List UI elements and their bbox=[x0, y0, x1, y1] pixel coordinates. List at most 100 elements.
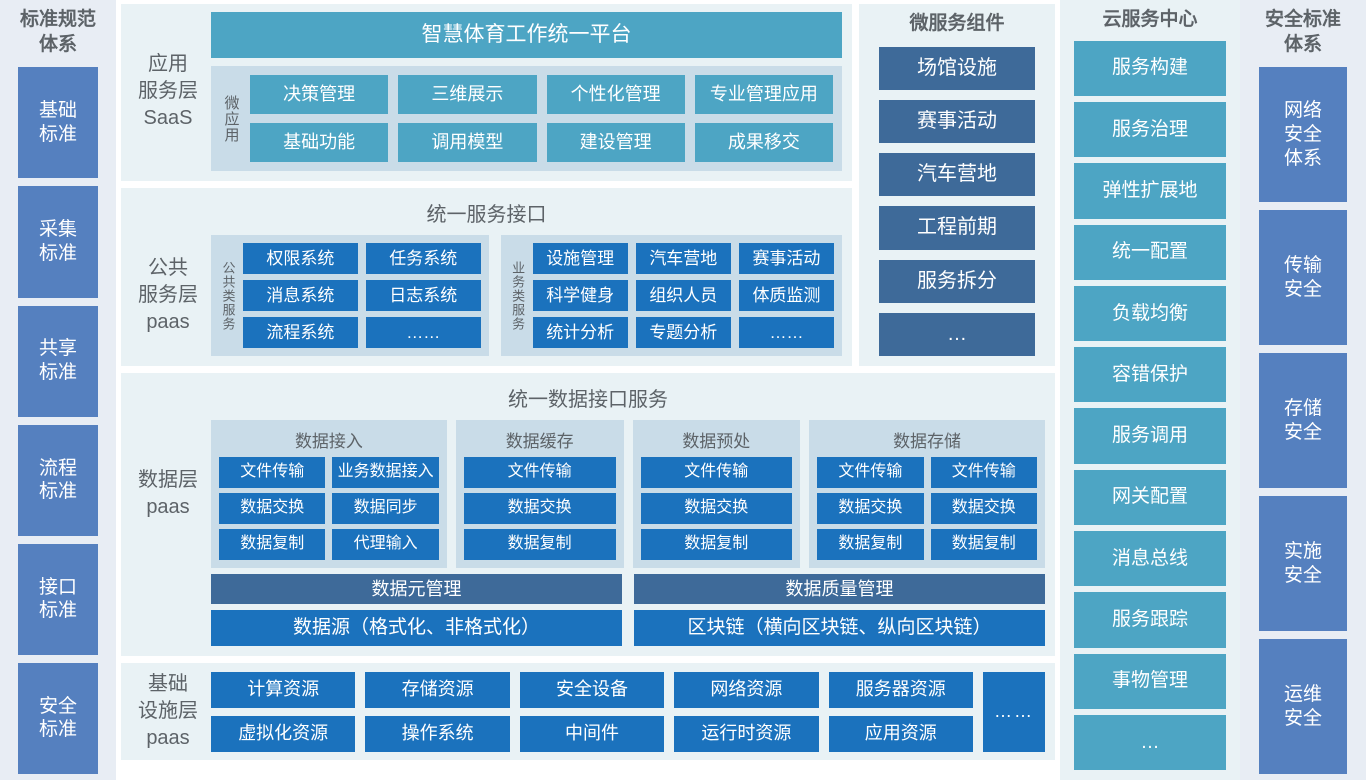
data-layer-section: 统一数据接口服务 数据层 paas 数据接入 文件传输 业务数据接入 数据交换 … bbox=[121, 373, 1055, 656]
infra-application-resource[interactable]: 应用资源 bbox=[828, 715, 973, 752]
service-workflow[interactable]: 流程系统 bbox=[243, 317, 358, 348]
security-item-storage[interactable]: 存储 安全 bbox=[1259, 353, 1347, 489]
infra-middleware[interactable]: 中间件 bbox=[519, 715, 665, 752]
app-professional-management[interactable]: 专业管理应用 bbox=[694, 75, 833, 114]
preprocess-file-transfer[interactable]: 文件传输 bbox=[640, 457, 793, 488]
blockchain-bar[interactable]: 区块链（横向区块链、纵向区块链） bbox=[634, 610, 1045, 646]
business-service-group: 业务类服务 设施管理 汽车营地 赛事活动 科学健身 组织人员 体质监测 统计分析 bbox=[500, 235, 842, 356]
service-message[interactable]: 消息系统 bbox=[243, 280, 358, 311]
microservice-list: 场馆设施 赛事活动 汽车营地 工程前期 服务拆分 … bbox=[859, 46, 1055, 356]
infra-security-device[interactable]: 安全设备 bbox=[519, 671, 665, 708]
cloud-transaction-management[interactable]: 事物管理 bbox=[1074, 653, 1226, 709]
saas-section: 应用 服务层 SaaS 智慧体育工作统一平台 微应用 决策管理 三维展示 个性化… bbox=[121, 4, 852, 181]
ingest-file-transfer[interactable]: 文件传输 bbox=[219, 457, 326, 488]
standard-item-security[interactable]: 安全 标准 bbox=[18, 662, 98, 775]
service-log[interactable]: 日志系统 bbox=[365, 280, 481, 311]
cloud-elastic-scaling[interactable]: 弹性扩展地 bbox=[1074, 163, 1226, 219]
cache-data-replication[interactable]: 数据复制 bbox=[463, 529, 616, 560]
cloud-service-governance[interactable]: 服务治理 bbox=[1074, 101, 1226, 158]
app-model-invocation[interactable]: 调用模型 bbox=[398, 123, 537, 162]
security-item-operations[interactable]: 运维 安全 bbox=[1259, 639, 1347, 774]
infra-virtualization-resource[interactable]: 虚拟化资源 bbox=[211, 715, 356, 752]
app-construction-management[interactable]: 建设管理 bbox=[546, 123, 685, 162]
micro-app-panel: 微应用 决策管理 三维展示 个性化管理 专业管理应用 基础功能 调用模型 建设管… bbox=[211, 66, 842, 171]
microservice-rv-campsite[interactable]: 汽车营地 bbox=[879, 153, 1035, 197]
cloud-load-balancing[interactable]: 负载均衡 bbox=[1074, 285, 1226, 342]
preprocess-data-exchange[interactable]: 数据交换 bbox=[640, 493, 793, 524]
storage-data-replication-1[interactable]: 数据复制 bbox=[817, 529, 924, 560]
storage-file-transfer-2[interactable]: 文件传输 bbox=[930, 457, 1037, 488]
microservice-project-preliminary[interactable]: 工程前期 bbox=[879, 206, 1035, 250]
cloud-service-build[interactable]: 服务构建 bbox=[1074, 40, 1226, 96]
data-source-bar[interactable]: 数据源（格式化、非格式化） bbox=[211, 610, 622, 646]
infra-network-resource[interactable]: 网络资源 bbox=[674, 671, 819, 708]
data-group-preprocess-title: 数据预处 bbox=[682, 432, 751, 451]
data-group-ingest-title: 数据接入 bbox=[294, 432, 363, 451]
standard-item-basic[interactable]: 基础 标准 bbox=[18, 67, 98, 179]
preprocess-data-replication[interactable]: 数据复制 bbox=[640, 529, 793, 560]
security-item-network[interactable]: 网络 安全 体系 bbox=[1259, 67, 1347, 203]
ingest-business-data[interactable]: 业务数据接入 bbox=[332, 457, 439, 488]
microservice-events[interactable]: 赛事活动 bbox=[879, 99, 1035, 144]
cloud-service-invocation[interactable]: 服务调用 bbox=[1074, 408, 1226, 464]
ingest-proxy-input[interactable]: 代理输入 bbox=[332, 529, 439, 560]
cache-file-transfer[interactable]: 文件传输 bbox=[463, 457, 616, 488]
business-thematic-analysis[interactable]: 专题分析 bbox=[635, 317, 731, 348]
cache-data-exchange[interactable]: 数据交换 bbox=[463, 493, 616, 524]
infra-storage-resource[interactable]: 存储资源 bbox=[365, 671, 510, 708]
business-organization-personnel[interactable]: 组织人员 bbox=[635, 280, 731, 311]
standard-item-collection[interactable]: 采集 标准 bbox=[18, 186, 98, 298]
ingest-data-sync[interactable]: 数据同步 bbox=[332, 493, 439, 524]
data-group-preprocess-grid: 文件传输 数据交换 数据复制 bbox=[640, 457, 793, 560]
cloud-service-tracing[interactable]: 服务跟踪 bbox=[1074, 592, 1226, 648]
business-physique-monitoring[interactable]: 体质监测 bbox=[738, 280, 834, 311]
microservice-more[interactable]: … bbox=[879, 312, 1035, 356]
ingest-data-replication[interactable]: 数据复制 bbox=[219, 529, 326, 560]
cloud-fault-tolerance[interactable]: 容错保护 bbox=[1074, 347, 1226, 403]
app-basic-function[interactable]: 基础功能 bbox=[250, 123, 389, 162]
ingest-data-exchange[interactable]: 数据交换 bbox=[219, 493, 326, 524]
infra-compute-resource[interactable]: 计算资源 bbox=[211, 671, 356, 708]
cloud-more[interactable]: … bbox=[1074, 714, 1226, 771]
app-decision-management[interactable]: 决策管理 bbox=[250, 75, 389, 114]
infrastructure-section: 基础 设施层 paas 计算资源 存储资源 安全设备 网络资源 服务器资源 虚拟… bbox=[121, 663, 1055, 760]
microservice-venue-facility[interactable]: 场馆设施 bbox=[879, 46, 1035, 90]
storage-data-exchange-2[interactable]: 数据交换 bbox=[930, 493, 1037, 524]
data-group-storage-grid: 文件传输 文件传输 数据交换 数据交换 数据复制 数据复制 bbox=[817, 457, 1037, 560]
infra-operating-system[interactable]: 操作系统 bbox=[365, 715, 510, 752]
business-scientific-fitness[interactable]: 科学健身 bbox=[532, 280, 628, 311]
data-quality-management-bar[interactable]: 数据质量管理 bbox=[634, 574, 1045, 604]
cloud-message-bus[interactable]: 消息总线 bbox=[1074, 530, 1226, 587]
business-facility-management[interactable]: 设施管理 bbox=[532, 243, 628, 274]
service-task[interactable]: 任务系统 bbox=[365, 243, 481, 274]
infra-runtime-resource[interactable]: 运行时资源 bbox=[674, 715, 819, 752]
unified-platform-banner[interactable]: 智慧体育工作统一平台 bbox=[211, 12, 842, 58]
business-more[interactable]: …… bbox=[738, 317, 834, 348]
left-standards-title: 标准规范 体系 bbox=[19, 9, 96, 55]
microservice-service-split[interactable]: 服务拆分 bbox=[879, 259, 1035, 303]
app-result-handover[interactable]: 成果移交 bbox=[694, 123, 833, 162]
business-rv-campsite[interactable]: 汽车营地 bbox=[635, 243, 731, 274]
data-layer-row: 数据层 paas 数据接入 文件传输 业务数据接入 数据交换 数据同步 数据复制… bbox=[131, 420, 1045, 568]
service-more[interactable]: …… bbox=[365, 317, 481, 348]
security-item-transmission[interactable]: 传输 安全 bbox=[1259, 210, 1347, 346]
app-personalized-management[interactable]: 个性化管理 bbox=[546, 75, 685, 114]
app-3d-display[interactable]: 三维展示 bbox=[398, 75, 537, 114]
metadata-management-bar[interactable]: 数据元管理 bbox=[211, 574, 622, 604]
storage-data-exchange-1[interactable]: 数据交换 bbox=[817, 493, 924, 524]
cloud-service-center-column: 云服务中心 服务构建 服务治理 弹性扩展地 统一配置 负载均衡 容错保护 服务调… bbox=[1060, 0, 1240, 780]
standard-item-process[interactable]: 流程 标准 bbox=[18, 424, 98, 536]
security-item-implementation[interactable]: 实施 安全 bbox=[1259, 496, 1347, 632]
business-events[interactable]: 赛事活动 bbox=[738, 243, 834, 274]
cloud-unified-config[interactable]: 统一配置 bbox=[1074, 224, 1226, 280]
service-permission[interactable]: 权限系统 bbox=[243, 243, 358, 274]
infra-server-resource[interactable]: 服务器资源 bbox=[828, 671, 973, 708]
micro-app-vertical-label: 微应用 bbox=[222, 94, 240, 143]
infra-more[interactable]: …… bbox=[983, 671, 1045, 752]
standard-item-sharing[interactable]: 共享 标准 bbox=[18, 305, 98, 417]
storage-data-replication-2[interactable]: 数据复制 bbox=[930, 529, 1037, 560]
business-statistical-analysis[interactable]: 统计分析 bbox=[532, 317, 628, 348]
cloud-gateway-config[interactable]: 网关配置 bbox=[1074, 469, 1226, 525]
standard-item-interface[interactable]: 接口 标准 bbox=[18, 543, 98, 655]
storage-file-transfer-1[interactable]: 文件传输 bbox=[817, 457, 924, 488]
